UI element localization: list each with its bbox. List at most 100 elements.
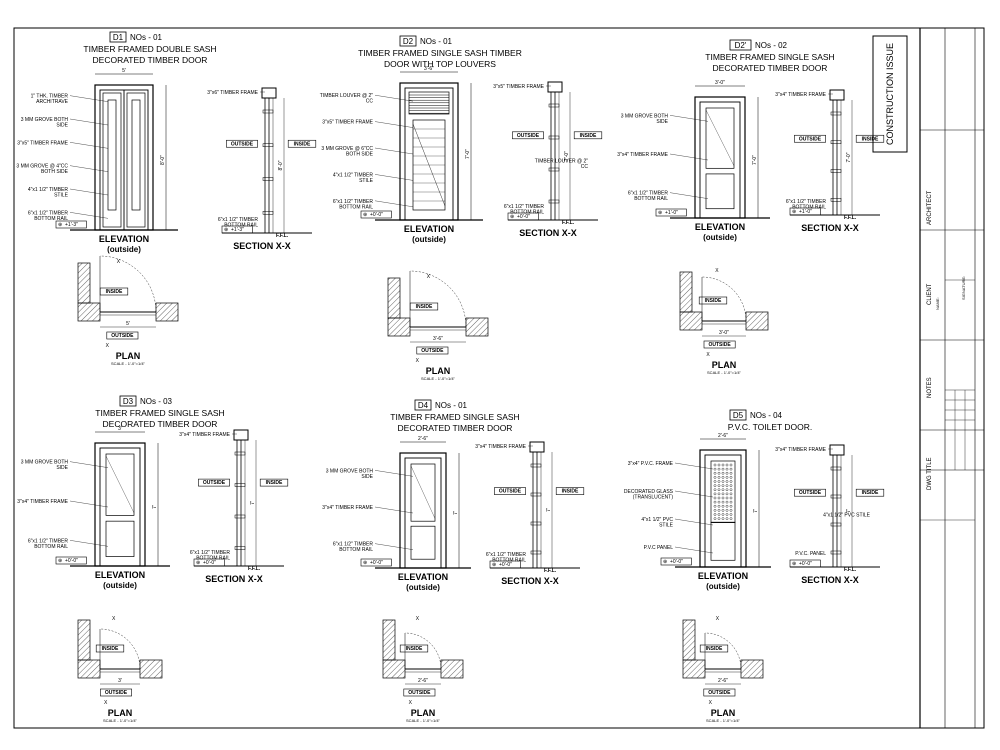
annotation-line: 3"x6" TIMBER FRAME xyxy=(207,90,258,96)
glass-pattern xyxy=(717,488,721,492)
ffl-label: F.F.L. xyxy=(562,220,575,226)
section-rail xyxy=(830,111,842,116)
plan-outside-tag-box xyxy=(106,331,139,340)
glass-pattern xyxy=(717,509,721,512)
height-dimension: 8'-0" xyxy=(160,155,166,165)
section-title: SECTION X-X xyxy=(519,228,577,238)
annotation-line: 6"x1 1/2" TIMBER xyxy=(333,542,374,548)
glass-pattern xyxy=(729,484,733,487)
level-marker-icon: ⊕ xyxy=(658,210,662,216)
leader-line xyxy=(674,546,714,554)
plan-inside-tag-box xyxy=(99,287,129,296)
elevation-callout: DECORATED GLASS(TRANSLUCENT) xyxy=(624,489,674,501)
outside-tag-box xyxy=(512,131,544,140)
glass-pattern xyxy=(713,517,717,520)
section-rail xyxy=(830,550,842,555)
glass-pattern xyxy=(717,517,721,520)
height-dimension: 7'-0" xyxy=(465,149,471,159)
annotation-line: SIDE xyxy=(361,474,373,480)
plan-wall-return xyxy=(682,619,696,661)
outside-tag: OUTSIDE xyxy=(799,490,822,496)
glass-pattern xyxy=(725,471,729,475)
annotation-line: 3"x5" TIMBER FRAME xyxy=(493,84,544,90)
section-cut-x-top: X xyxy=(715,268,719,274)
plan-wall-right xyxy=(139,659,163,679)
plan-outside-tag-box xyxy=(100,688,132,697)
glass-pattern xyxy=(725,513,729,516)
section-rail xyxy=(262,109,274,114)
section-cut-x-top: X xyxy=(716,616,720,622)
section-rail xyxy=(234,483,246,487)
top-panel xyxy=(410,463,436,522)
glass-pattern xyxy=(717,471,721,475)
level-marker-value: +0'-0" xyxy=(799,561,812,567)
outside-tag-box xyxy=(226,139,258,148)
section-rail xyxy=(830,198,842,202)
plan-wall-return xyxy=(387,277,401,319)
elevation-callout: P.V.C PANEL xyxy=(644,545,674,551)
leader-line xyxy=(69,212,109,219)
door-tag-box xyxy=(399,35,417,47)
glass-pattern xyxy=(717,480,721,483)
leader-line xyxy=(374,506,414,514)
glass-pattern xyxy=(729,471,733,475)
level-marker-value: +0'-0" xyxy=(65,558,78,564)
section-cut-x-top: X xyxy=(427,274,431,280)
annotation-line: 3 MM GROVE BOTH xyxy=(326,468,374,474)
plan-outside-tag: OUTSIDE xyxy=(111,333,134,339)
section-rail xyxy=(262,211,274,215)
door-title-line2: DECORATED TIMBER DOOR xyxy=(713,63,828,73)
glass-pattern xyxy=(725,488,729,492)
annotation-line: 3"x4" TIMBER FRAME xyxy=(475,444,526,450)
plan-outside-tag-box xyxy=(416,346,449,355)
elevation-callout: 3"x4" P.V.C. FRAME xyxy=(628,461,674,467)
ffl-label: F.F.L. xyxy=(276,233,289,239)
level-marker-box xyxy=(360,558,392,567)
outside-tag: OUTSIDE xyxy=(231,141,254,147)
glass-pattern xyxy=(725,496,729,500)
plan-scale: SCALE - 1'-0"=1/4" xyxy=(707,370,742,375)
level-marker-value: +0'-0" xyxy=(203,560,216,566)
level-marker-value: +0'-0" xyxy=(499,562,512,568)
level-marker-icon: ⊕ xyxy=(224,227,228,233)
door-frame xyxy=(94,442,146,567)
plan-wall-left xyxy=(682,659,706,679)
elevation-callout: 3"x4" TIMBER FRAME xyxy=(17,499,68,505)
inside-tag: INSIDE xyxy=(862,136,879,142)
level-marker-icon: ⊕ xyxy=(58,558,62,564)
plan-width-dim: 2'-6" xyxy=(718,678,728,684)
architect-label: ARCHITECT xyxy=(927,190,933,225)
plan-outside-tag: OUTSIDE xyxy=(708,690,731,696)
plan-wall-return xyxy=(77,262,91,304)
section-callout: 3"x4" TIMBER FRAME xyxy=(179,432,230,438)
plan-inside-tag: INSIDE xyxy=(416,304,433,310)
annotation-line: 6"x1 1/2" TIMBER xyxy=(504,204,545,210)
annotation-line: 3 MM GROVE BOTH xyxy=(21,460,69,466)
glass-pattern xyxy=(725,480,729,483)
ffl-label: F.F.L. xyxy=(544,568,557,574)
section-cut-x-bottom: X xyxy=(409,700,413,706)
leader-line xyxy=(374,121,414,128)
glass-pattern xyxy=(717,504,721,508)
section-callout: P.V.C. PANEL xyxy=(795,551,826,557)
glass-pattern xyxy=(725,500,729,504)
leader-line xyxy=(69,188,109,196)
bottom-panel xyxy=(705,173,735,210)
plan-title: PLAN xyxy=(711,708,736,718)
annotation-line: 6"x1 1/2" TIMBER xyxy=(333,199,374,205)
glass-pattern xyxy=(725,504,729,508)
glass-pattern xyxy=(725,476,729,479)
glass-pattern xyxy=(725,467,729,471)
section-rail xyxy=(234,451,246,456)
glass-pattern xyxy=(713,513,717,516)
elevation-title: ELEVATION xyxy=(99,234,149,244)
door-title-line1: TIMBER FRAMED SINGLE SASH TIMBER xyxy=(358,48,522,58)
elevation-callout: 3"x5" TIMBER FRAME xyxy=(17,140,68,146)
section-height-dim: 7'-0" xyxy=(846,152,852,162)
door-swing-arc xyxy=(99,255,157,313)
level-marker-box xyxy=(55,556,87,565)
